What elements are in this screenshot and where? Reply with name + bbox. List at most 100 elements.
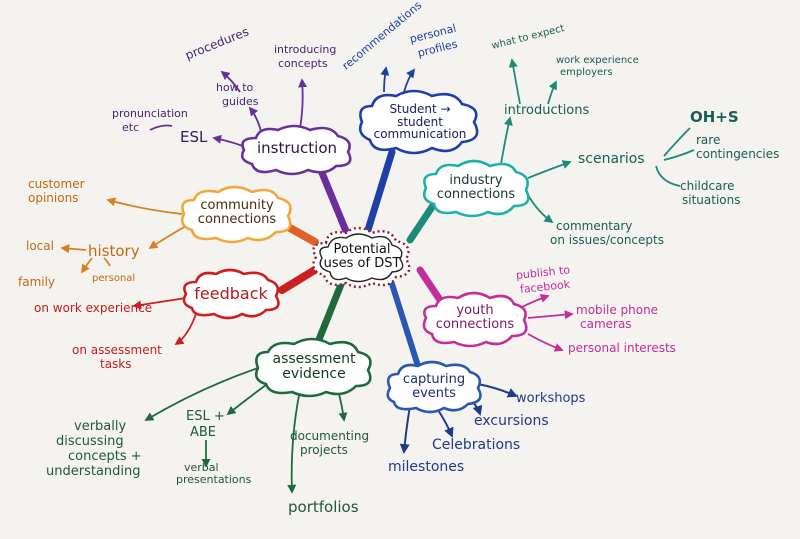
center-node: Potential uses of DST — [306, 225, 418, 289]
instruction-cloud-shape — [240, 124, 352, 176]
center-line1: Potential — [333, 242, 391, 258]
instruction-esl: ESL — [180, 128, 208, 146]
instruction-etc: etc — [122, 121, 140, 134]
student-cloud-shape — [358, 89, 479, 155]
spoke-feedback — [278, 264, 322, 294]
community-title: community connections — [178, 186, 296, 240]
community-personal: personal — [92, 273, 136, 284]
spoke-assessment — [314, 278, 346, 346]
instruction-how-to: how to — [216, 81, 254, 94]
spoke-instruction — [316, 164, 352, 240]
industry-on-issues: on issues/concepts — [550, 233, 664, 247]
industry-title: industry connections — [420, 160, 532, 216]
community-title-line1: community — [200, 198, 274, 214]
student-branches — [380, 66, 416, 93]
spoke-capturing — [389, 281, 421, 369]
industry-contingencies: contingencies — [696, 147, 780, 161]
industry-situations: situations — [682, 193, 741, 207]
student-title-line2: student — [397, 114, 443, 129]
industry-cloud-shape — [422, 159, 530, 218]
assessment-documenting: documenting — [290, 429, 370, 443]
industry-rare: rare — [696, 133, 721, 147]
assessment-discussing: discussing — [56, 434, 124, 449]
industry-ohs: OH+S — [690, 108, 739, 126]
capturing-celebrations: Celebrations — [432, 437, 521, 453]
student-node: Student → student communication — [356, 89, 484, 155]
industry-node: industry connections — [420, 159, 532, 218]
feedback-cloud-shape — [182, 268, 280, 320]
capturing-title-line2: events — [412, 386, 456, 401]
feedback-on-work: on work experience — [34, 301, 153, 315]
feedback-on-assessment: on assessment — [72, 343, 162, 357]
industry-branches — [499, 58, 695, 224]
youth-interests: personal interests — [568, 341, 676, 355]
student-title-line3: communication — [373, 127, 467, 142]
industry-scenarios: scenarios — [578, 151, 645, 167]
capturing-milestones: milestones — [388, 459, 465, 475]
assessment-abe: ABE — [190, 425, 217, 440]
center-label: Potential uses of DST — [306, 225, 418, 289]
center-cloud-shape — [312, 226, 411, 289]
youth-mobile: mobile phone — [576, 303, 659, 317]
assessment-node: assessment evidence — [252, 337, 376, 398]
spokes — [278, 148, 444, 369]
spoke-student — [364, 148, 396, 234]
youth-cloud-shape — [422, 291, 528, 348]
capturing-cloud-shape — [386, 360, 482, 414]
assessment-esl-plus: ESL + — [186, 409, 225, 424]
assessment-title: assessment evidence — [252, 338, 376, 396]
instruction-node: instruction — [238, 124, 356, 176]
feedback-node: feedback — [180, 268, 282, 320]
instruction-concepts: concepts — [278, 57, 328, 70]
center-line2: uses of DST — [323, 256, 401, 271]
instruction-branches — [149, 70, 308, 153]
industry-title-line2: connections — [436, 187, 516, 202]
instruction-introducing: introducing — [274, 43, 337, 56]
community-local: local — [26, 239, 54, 253]
assessment-concepts-plus: concepts + — [68, 449, 142, 464]
instruction-pronunciation: pronunciation — [112, 107, 188, 120]
capturing-excursions: excursions — [474, 413, 549, 429]
instruction-guides: guides — [222, 95, 259, 108]
feedback-tasks: tasks — [100, 357, 132, 371]
community-node: community connections — [178, 185, 296, 244]
community-branches — [60, 197, 187, 274]
assessment-verbally: verbally — [74, 419, 127, 434]
student-title-line1: Student → — [389, 102, 451, 117]
capturing-workshops: workshops — [516, 391, 586, 406]
community-history: history — [88, 242, 140, 260]
capturing-node: capturing events — [384, 360, 484, 414]
industry-childcare: childcare — [680, 179, 735, 193]
assessment-presentations: presentations — [176, 473, 252, 486]
assessment-cloud-shape — [254, 337, 372, 398]
instruction-title: instruction — [256, 139, 338, 158]
assessment-title-line1: assessment — [272, 351, 356, 368]
youth-cameras: cameras — [580, 317, 632, 331]
feedback-branches — [132, 297, 197, 345]
assessment-verbal: verbal — [184, 461, 219, 474]
assessment-projects: projects — [300, 443, 348, 457]
capturing-title-line1: capturing — [402, 372, 466, 388]
community-opinions: opinions — [28, 191, 79, 205]
capturing-title: capturing events — [384, 362, 484, 412]
youth-title: youth connections — [420, 292, 530, 344]
youth-title-line1: youth — [456, 303, 494, 319]
community-customer: customer — [28, 177, 85, 191]
youth-title-line2: connections — [435, 317, 515, 332]
community-title-line2: connections — [197, 212, 277, 227]
community-family: family — [18, 275, 56, 289]
student-title: Student → student communication — [356, 90, 484, 154]
assessment-understanding: understanding — [46, 464, 141, 479]
spoke-youth — [416, 266, 444, 304]
industry-employers: employers — [560, 67, 613, 78]
feedback-title: feedback — [194, 283, 268, 303]
spoke-community — [286, 224, 319, 246]
industry-title-line1: industry — [449, 173, 503, 189]
industry-commentary: commentary — [556, 219, 633, 233]
industry-work-experience: work experience — [556, 55, 639, 66]
assessment-portfolios: portfolios — [288, 498, 359, 516]
assessment-title-line2: evidence — [282, 366, 346, 382]
community-cloud-shape — [180, 185, 292, 244]
